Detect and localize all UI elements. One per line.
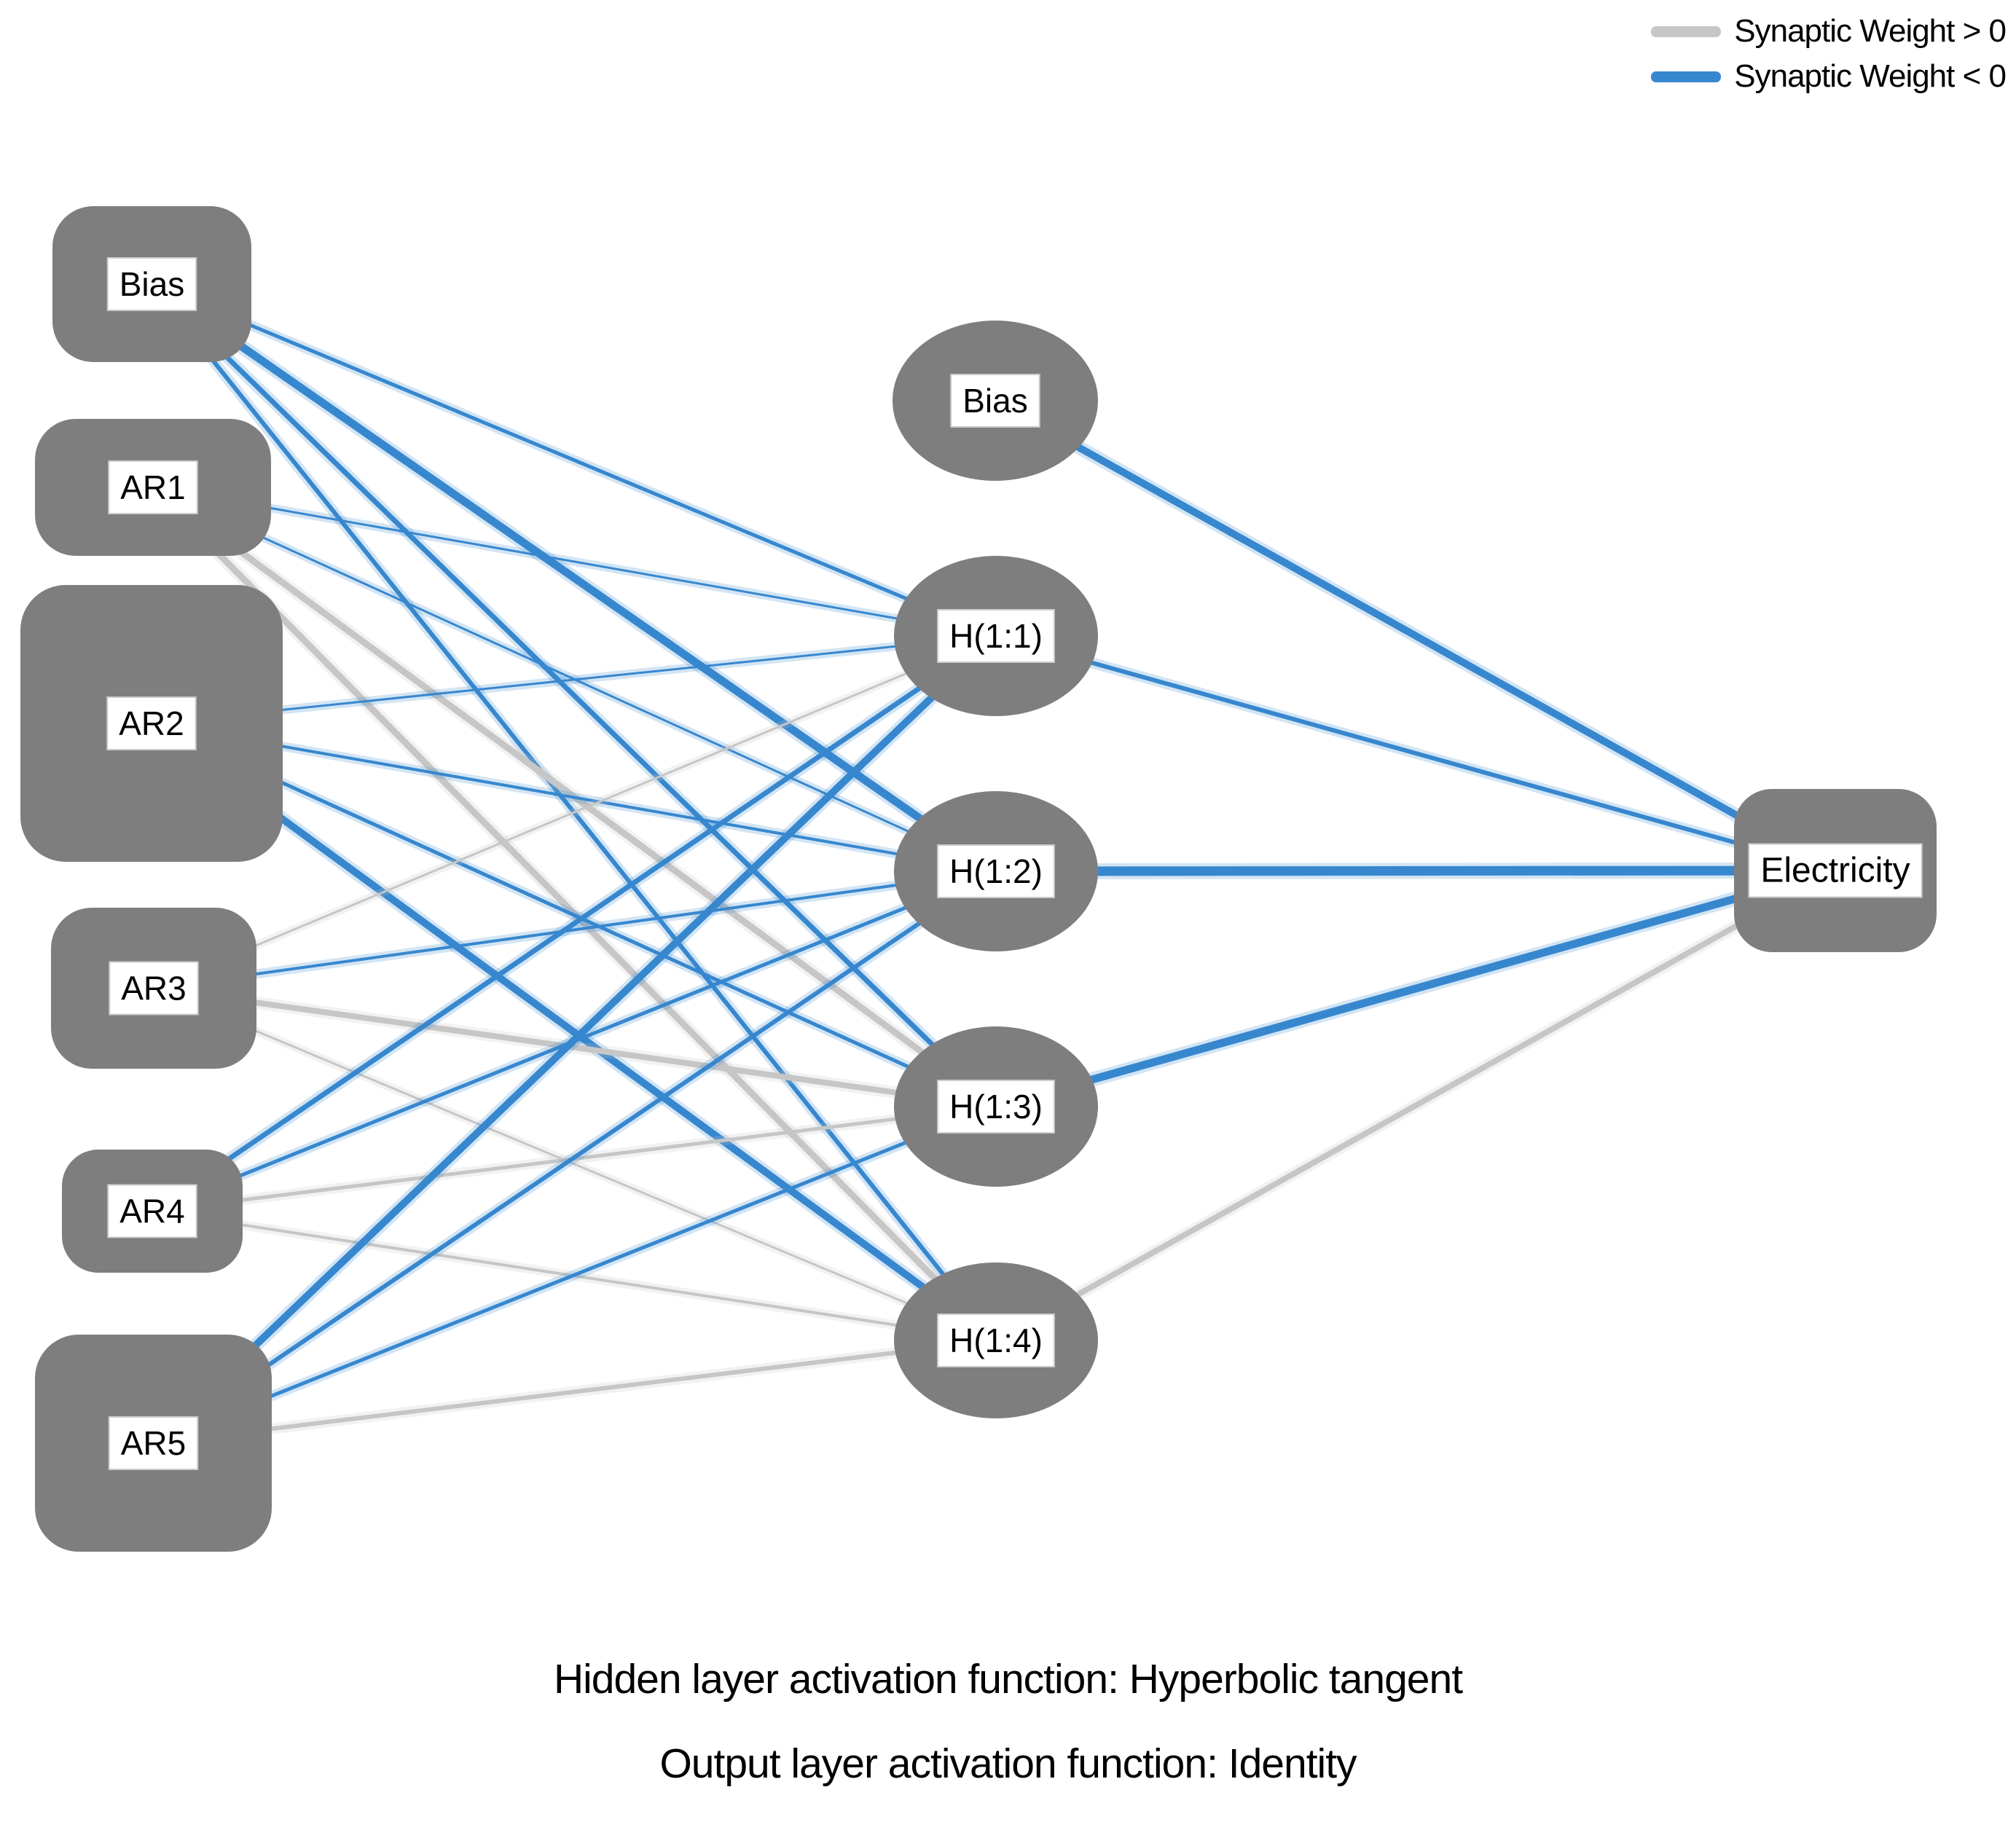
edge-bias_in-h11 bbox=[151, 282, 997, 638]
edge-ar4-h11 bbox=[151, 634, 997, 1214]
node-label-ar2: AR2 bbox=[119, 704, 184, 742]
edge-bias_h-out bbox=[993, 397, 1837, 874]
edge-bias_in-h13 bbox=[150, 282, 998, 1109]
edge-ar3-h14 bbox=[153, 987, 997, 1342]
positive-weight-swatch bbox=[1651, 25, 1722, 37]
edge-ar2-h13 bbox=[150, 721, 997, 1109]
edge-ar2-h14 bbox=[149, 720, 998, 1344]
node-label-box-ar2 bbox=[106, 696, 197, 750]
output-layer-activation-note: Output layer activation function: Identi… bbox=[659, 1740, 1357, 1787]
edge-ar2-h12 bbox=[151, 722, 997, 873]
legend-row-negative: Synaptic Weight < 0 bbox=[1651, 58, 2007, 95]
hidden-layer-activation-note: Hidden layer activation function: Hyperb… bbox=[553, 1656, 1463, 1702]
node-label-ar3: AR3 bbox=[121, 970, 186, 1008]
node-label-box-h13 bbox=[937, 1080, 1055, 1134]
negative-weight-swatch bbox=[1651, 71, 1722, 82]
edge-ar5-h11 bbox=[151, 633, 999, 1446]
synapse-edges bbox=[147, 278, 1839, 1449]
edge-ar1-h11 bbox=[152, 486, 997, 637]
node-label-h13: H(1:3) bbox=[949, 1088, 1043, 1126]
edge-h13-out bbox=[995, 866, 1837, 1111]
node-label-box-h12 bbox=[937, 844, 1055, 898]
node-label-box-out bbox=[1748, 843, 1923, 898]
edge-ar3-h11 bbox=[153, 635, 997, 989]
edge-ar2-h11 bbox=[151, 635, 997, 725]
node-label-bias_in: Bias bbox=[119, 265, 184, 303]
node-label-ar5: AR5 bbox=[121, 1424, 186, 1462]
node-label-ar1: AR1 bbox=[120, 468, 185, 506]
node-label-box-h11 bbox=[937, 609, 1055, 663]
node-label-h11: H(1:1) bbox=[949, 617, 1043, 655]
node-label-out: Electricity bbox=[1760, 852, 1910, 890]
edge-ar3-h12 bbox=[153, 870, 997, 990]
node-label-box-ar4 bbox=[107, 1184, 197, 1238]
edge-ar5-h14 bbox=[153, 1338, 997, 1445]
edge-ar5-h13 bbox=[152, 1104, 997, 1445]
node-label-box-h14 bbox=[937, 1313, 1055, 1367]
edge-ar5-h12 bbox=[152, 869, 997, 1445]
legend-row-positive: Synaptic Weight > 0 bbox=[1651, 13, 2007, 50]
node-label-ar4: AR4 bbox=[119, 1193, 184, 1230]
node-label-box-ar3 bbox=[109, 961, 199, 1016]
node-label-box-ar5 bbox=[108, 1416, 199, 1470]
edge-h11-out bbox=[995, 634, 1836, 873]
node-label-box-ar1 bbox=[108, 460, 198, 514]
edge-ar3-h13 bbox=[153, 985, 997, 1110]
node-label-box-bias_h bbox=[950, 374, 1040, 428]
legend-label-positive: Synaptic Weight > 0 bbox=[1734, 13, 2007, 49]
node-label-h14: H(1:4) bbox=[949, 1321, 1043, 1359]
node-label-h12: H(1:2) bbox=[949, 852, 1043, 890]
edge-h14-out bbox=[995, 868, 1837, 1343]
node-label-bias_h: Bias bbox=[962, 382, 1027, 420]
legend-label-negative: Synaptic Weight < 0 bbox=[1734, 58, 2007, 94]
node-label-box-bias_in bbox=[106, 257, 197, 311]
legend: Synaptic Weight > 0 Synaptic Weight < 0 bbox=[1651, 13, 2007, 95]
